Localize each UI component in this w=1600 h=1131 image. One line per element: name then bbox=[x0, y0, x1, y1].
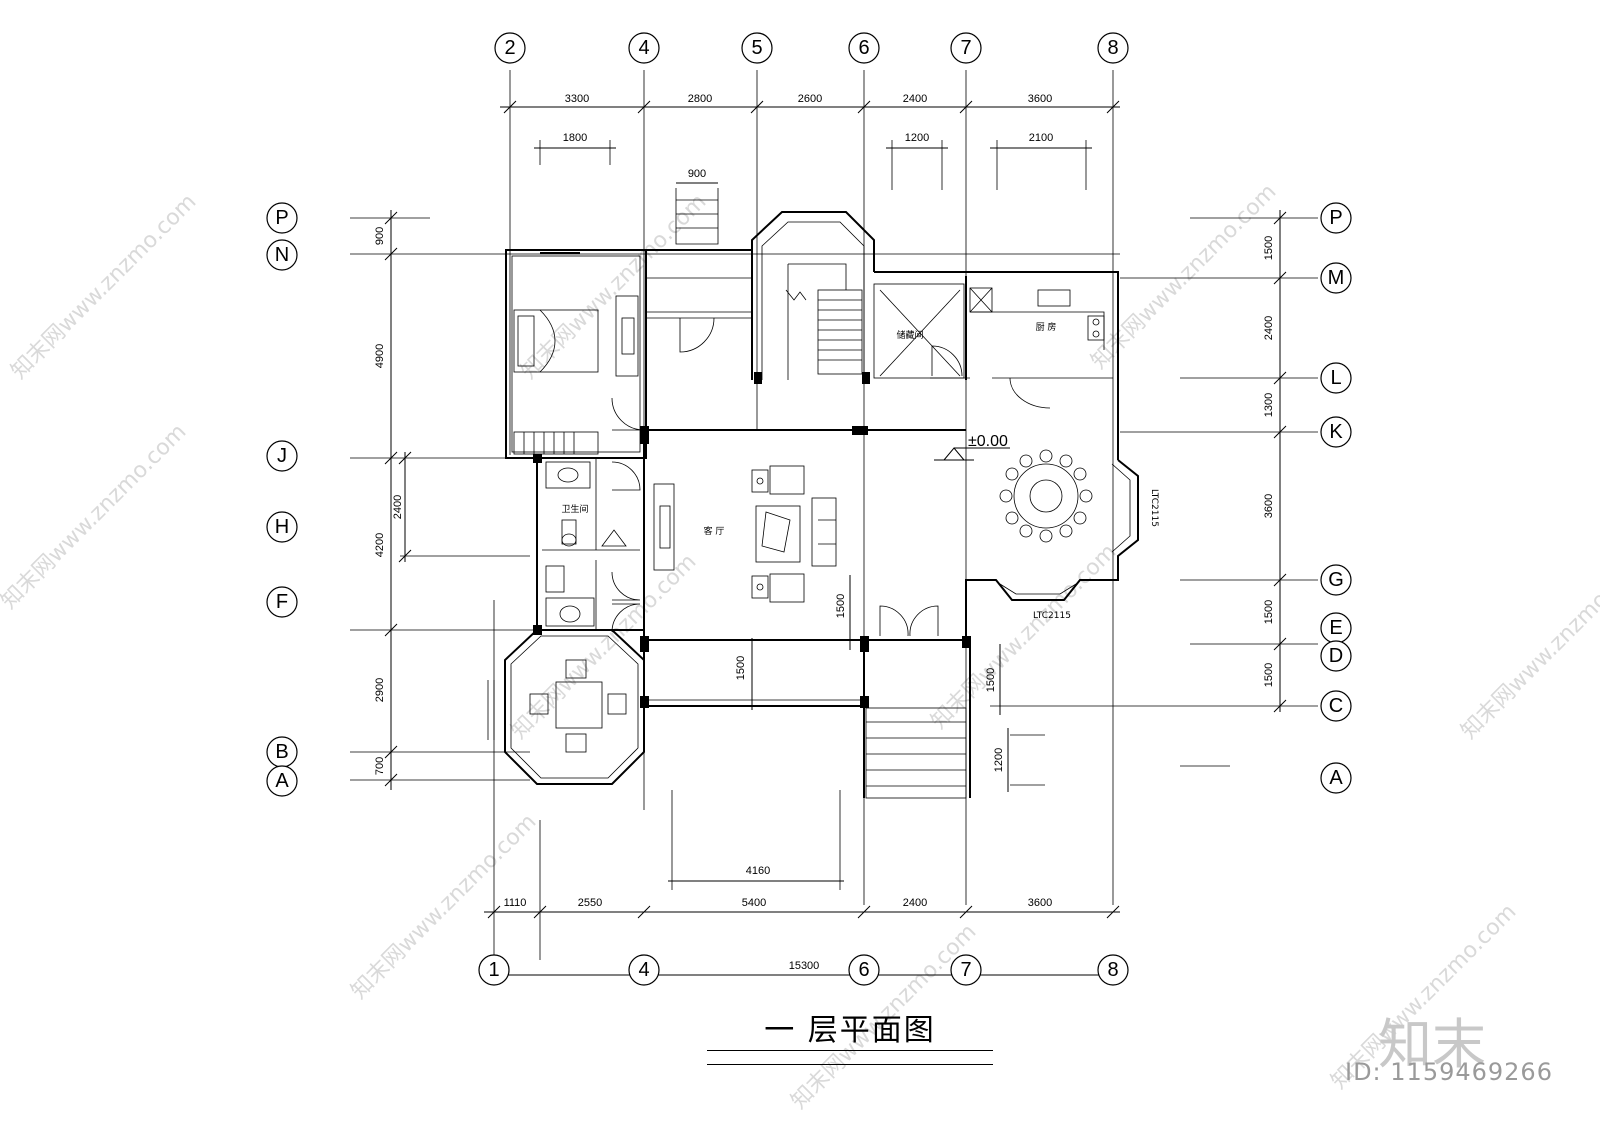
dim-label: 900 bbox=[688, 168, 706, 180]
id-watermark: ID: 1159469266 bbox=[1345, 1058, 1553, 1086]
interior-dimensions: 1500 1500 1500 1200 bbox=[735, 575, 1045, 792]
axis-bubbles-top: 2 4 5 6 7 8 bbox=[494, 32, 1129, 64]
axis-label: 8 bbox=[1107, 959, 1118, 981]
dim-label: 4160 bbox=[746, 865, 770, 877]
window-tag: LTC2115 bbox=[1033, 611, 1071, 621]
dim-label: 700 bbox=[374, 757, 386, 775]
dim-label: 3600 bbox=[1028, 93, 1052, 105]
axis-label: A bbox=[275, 770, 289, 792]
dim-label: 1200 bbox=[905, 132, 929, 144]
dim-label: 1500 bbox=[835, 594, 847, 618]
axis-label: 5 bbox=[751, 37, 762, 59]
brand-watermark: 知末 bbox=[1378, 1013, 1486, 1076]
axis-label: M bbox=[1328, 267, 1345, 289]
dim-label: 4200 bbox=[374, 533, 386, 557]
dim-label: 2600 bbox=[798, 93, 822, 105]
watermark-text: 知末网www.znzmo.com bbox=[7, 189, 202, 384]
dim-label: 2900 bbox=[374, 678, 386, 702]
dim-label: 3600 bbox=[1263, 494, 1275, 518]
axis-label: P bbox=[275, 207, 288, 229]
furniture bbox=[513, 287, 1105, 753]
axis-label: 7 bbox=[960, 959, 971, 981]
room-label-bathroom: 卫生间 bbox=[561, 503, 588, 515]
title-underline bbox=[707, 1050, 993, 1051]
dim-label: 2800 bbox=[688, 93, 712, 105]
axis-label: F bbox=[276, 591, 288, 613]
watermark-text: 知末网www.znzmo.com bbox=[0, 419, 191, 614]
room-label-kitchen: 厨 房 bbox=[1036, 321, 1057, 333]
dim-label: 2400 bbox=[903, 93, 927, 105]
main-staircase bbox=[785, 263, 863, 380]
window-tag: LTC2115 bbox=[1149, 489, 1159, 527]
axis-label: 6 bbox=[858, 959, 869, 981]
axis-label: 7 bbox=[960, 37, 971, 59]
dim-label: 2100 bbox=[1029, 132, 1053, 144]
dim-label: 1800 bbox=[563, 132, 587, 144]
bottom-dimensions: 1110 2550 5400 2400 3600 15300 4160 bbox=[484, 790, 1120, 982]
axis-label: N bbox=[275, 244, 289, 266]
axis-label: D bbox=[1329, 645, 1343, 667]
dim-label: 2400 bbox=[1263, 316, 1275, 340]
axis-label: J bbox=[277, 445, 287, 467]
dim-label: 3600 bbox=[1028, 897, 1052, 909]
dim-label: 900 bbox=[374, 227, 386, 245]
dining-chairs bbox=[999, 449, 1093, 543]
watermark-text: 知末网www.znzmo.com bbox=[507, 549, 702, 744]
axis-label: 4 bbox=[638, 37, 649, 59]
axis-label: 8 bbox=[1107, 37, 1118, 59]
axis-label: H bbox=[275, 516, 289, 538]
dim-label: 2400 bbox=[903, 897, 927, 909]
title-underline bbox=[707, 1064, 993, 1065]
dim-label: 1500 bbox=[1263, 663, 1275, 687]
dim-label: 1500 bbox=[1263, 600, 1275, 624]
axis-label: L bbox=[1330, 367, 1341, 389]
axis-bubbles-right: P M L K G E D C A bbox=[1320, 202, 1352, 794]
axis-bubbles-bottom: 1 4 6 7 8 bbox=[478, 954, 1129, 986]
axis-label: E bbox=[1329, 617, 1342, 639]
axis-label: 4 bbox=[638, 959, 649, 981]
axis-label: 2 bbox=[504, 37, 515, 59]
dim-label: 2550 bbox=[578, 897, 602, 909]
watermark-text: 知末网www.znzmo.com bbox=[1087, 179, 1282, 374]
right-dimensions: 1500 2400 1300 3600 1500 1500 bbox=[1263, 210, 1287, 713]
axis-label: K bbox=[1329, 421, 1343, 443]
dim-label: 1500 bbox=[985, 668, 997, 692]
watermark-layer: 知末网www.znzmo.com 知末网www.znzmo.com 知末网www… bbox=[0, 179, 1600, 1114]
watermark-text: 知末网www.znzmo.com bbox=[927, 539, 1122, 734]
watermark-text: 知末网www.znzmo.com bbox=[1457, 549, 1600, 744]
axis-bubbles-left: P N J H F B A bbox=[266, 202, 298, 797]
doors bbox=[611, 317, 1051, 637]
dim-label: 5400 bbox=[742, 897, 766, 909]
axis-label: 1 bbox=[488, 959, 499, 981]
axis-label: G bbox=[1328, 569, 1344, 591]
dim-label: 1200 bbox=[993, 748, 1005, 772]
top-dimensions: 3300 2800 2600 2400 3600 1800 900 1200 2… bbox=[500, 93, 1120, 190]
dim-label: 3300 bbox=[565, 93, 589, 105]
axis-label: A bbox=[1329, 767, 1343, 789]
structural-columns bbox=[533, 372, 971, 708]
elevation-mark: ±0.00 bbox=[934, 433, 1010, 461]
dim-label: 1500 bbox=[735, 656, 747, 680]
axis-grid-lines bbox=[350, 70, 1318, 960]
room-label-living: 客 厅 bbox=[704, 525, 725, 537]
left-dimensions: 900 4900 4200 2900 700 2400 bbox=[374, 210, 412, 790]
room-label-storage: 储藏间 bbox=[896, 329, 923, 341]
dim-label: 1110 bbox=[504, 897, 527, 909]
room-labels: 客 厅 卫生间 储藏间 厨 房 LTC2115 LTC2115 bbox=[561, 321, 1159, 621]
dim-label: 15300 bbox=[789, 960, 820, 972]
dim-label: 1500 bbox=[1263, 236, 1275, 260]
axis-label: B bbox=[275, 741, 288, 763]
axis-label: P bbox=[1329, 207, 1342, 229]
axis-label: C bbox=[1329, 695, 1343, 717]
elevation-label: ±0.00 bbox=[968, 433, 1008, 450]
drawing-title: 一 层平面图 bbox=[764, 1013, 936, 1048]
building-walls bbox=[487, 188, 1139, 799]
dim-label: 4900 bbox=[374, 344, 386, 368]
dim-label: 2400 bbox=[392, 495, 404, 519]
axis-label: 6 bbox=[858, 37, 869, 59]
watermark-text: 知末网www.znzmo.com bbox=[517, 189, 712, 384]
dim-label: 1300 bbox=[1263, 393, 1275, 417]
